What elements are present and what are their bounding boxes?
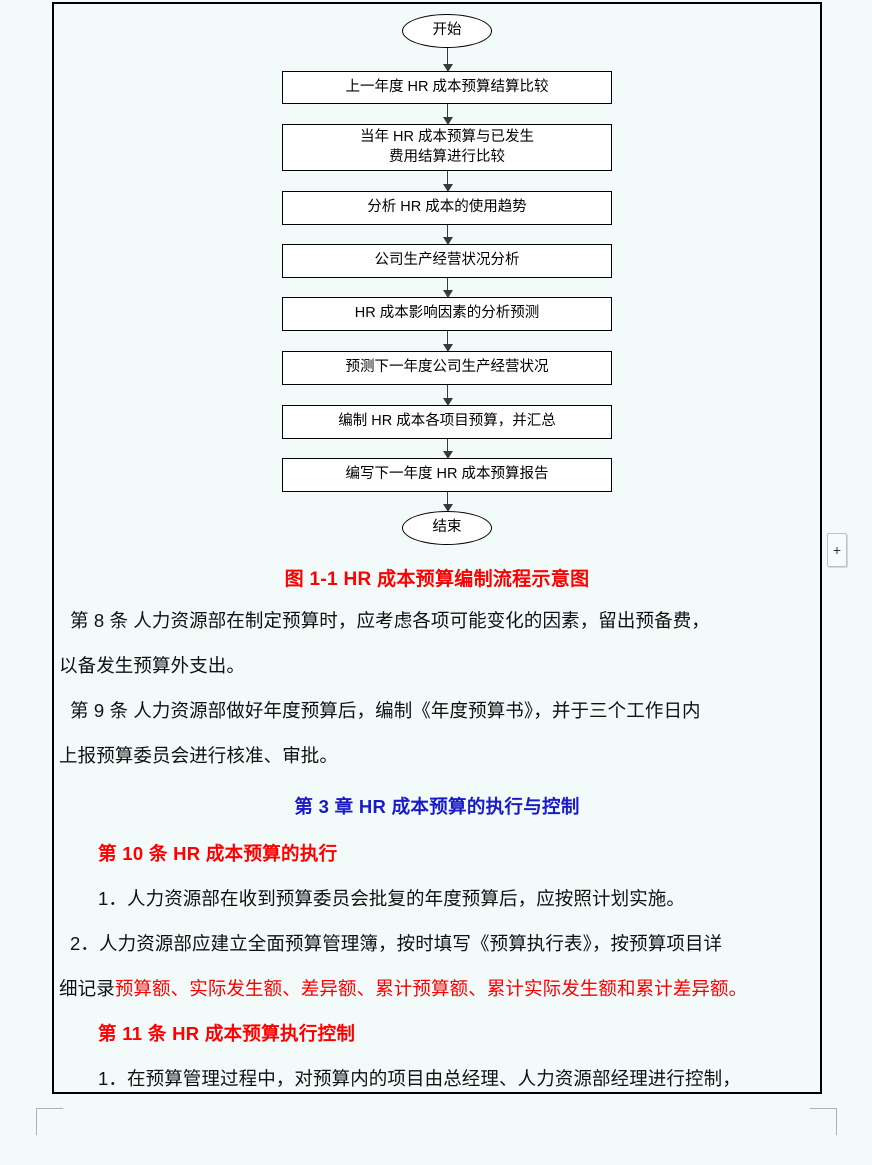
flowchart-node-n7: 编制 HR 成本各项目预算，并汇总 (282, 405, 612, 439)
flowchart-node-label: 上一年度 HR 成本预算结算比较 (345, 78, 549, 95)
article-10-item-2-line-1: 2．人力资源部应建立全面预算管理簿，按时填写《预算执行表》，按预算项目详 (70, 933, 723, 954)
flowchart-node-end: 结束 (402, 511, 492, 545)
article-8-line-1: 第 8 条 人力资源部在制定预算时，应考虑各项可能变化的因素，留出预备费， (70, 610, 710, 631)
flowchart-node-label: 编制 HR 成本各项目预算，并汇总 (338, 413, 556, 430)
article-10-item-2-prefix: 细记录 (59, 978, 115, 999)
flowchart-arrow-n6-to-n7 (442, 385, 453, 406)
flowchart-arrow-n7-to-n8 (442, 439, 453, 459)
page-crop-mark-bottom-left (36, 1108, 63, 1135)
flowchart-node-n1: 上一年度 HR 成本预算结算比较 (282, 71, 612, 104)
article-9-line-1: 第 9 条 人力资源部做好年度预算后，编制《年度预算书》，并于三个工作日内 (70, 700, 701, 721)
flowchart-node-n2: 当年 HR 成本预算与已发生 费用结算进行比较 (282, 124, 612, 171)
flowchart-arrow-n4-to-n5 (442, 278, 453, 298)
flowchart-arrow-n3-to-n4 (442, 225, 453, 245)
article-11-item-1: 1．在预算管理过程中，对预算内的项目由总经理、人力资源部经理进行控制， (98, 1068, 741, 1089)
flowchart-node-label: HR 成本影响因素的分析预测 (354, 305, 540, 322)
article-9-line-2: 上报预算委员会进行核准、审批。 (59, 745, 339, 766)
flowchart-node-n5: HR 成本影响因素的分析预测 (282, 297, 612, 331)
flowchart-arrow-n1-to-n2 (442, 104, 453, 125)
flowchart-node-n6: 预测下一年度公司生产经营状况 (282, 351, 612, 385)
article-10-item-2-line-2: 细记录预算额、实际发生额、差异额、累计预算额、累计实际发生额和累计差异额。 (59, 975, 747, 1001)
figure-caption: 图 1-1 HR 成本预算编制流程示意图 (284, 569, 590, 590)
flowchart-arrow-start-to-n1 (442, 48, 453, 72)
document-page: 开始 上一年度 HR 成本预算结算比较 当年 HR 成本预算与已发生 费用结算进… (52, 2, 822, 1094)
page-crop-mark-bottom-right (810, 1108, 837, 1135)
article-10-item-1: 1．人力资源部在收到预算委员会批复的年度预算后，应按照计划实施。 (98, 888, 685, 909)
article-11-heading: 第 11 条 HR 成本预算执行控制 (98, 1023, 356, 1044)
flowchart-node-start: 开始 (402, 14, 492, 48)
flowchart-hr-budget-process: 开始 上一年度 HR 成本预算结算比较 当年 HR 成本预算与已发生 费用结算进… (54, 4, 820, 549)
flowchart-arrow-n2-to-n3 (442, 171, 453, 192)
flowchart-node-n8: 编写下一年度 HR 成本预算报告 (282, 458, 612, 492)
flowchart-node-label: 编写下一年度 HR 成本预算报告 (345, 466, 549, 483)
flowchart-arrow-n8-to-end (442, 492, 453, 512)
flowchart-arrow-n5-to-n6 (442, 331, 453, 352)
flowchart-node-label: 公司生产经营状况分析 (374, 252, 520, 269)
article-8-line-2: 以备发生预算外支出。 (59, 655, 246, 676)
article-10-item-2-highlight: 预算额、实际发生额、差异额、累计预算额、累计实际发生额和累计差异额。 (114, 978, 748, 999)
plus-icon: + (832, 542, 842, 558)
expand-plus-button[interactable]: + (827, 533, 847, 567)
flowchart-node-label: 分析 HR 成本的使用趋势 (367, 199, 527, 216)
flowchart-node-label: 当年 HR 成本预算与已发生 费用结算进行比较 (360, 128, 534, 165)
flowchart-node-label: 开始 (432, 22, 462, 39)
article-10-heading: 第 10 条 HR 成本预算的执行 (98, 843, 338, 864)
flowchart-node-n3: 分析 HR 成本的使用趋势 (282, 191, 612, 225)
chapter-3-heading: 第 3 章 HR 成本预算的执行与控制 (294, 796, 580, 817)
flowchart-node-n4: 公司生产经营状况分析 (282, 244, 612, 278)
flowchart-node-label: 预测下一年度公司生产经营状况 (345, 359, 549, 376)
flowchart-node-label: 结束 (432, 519, 462, 536)
